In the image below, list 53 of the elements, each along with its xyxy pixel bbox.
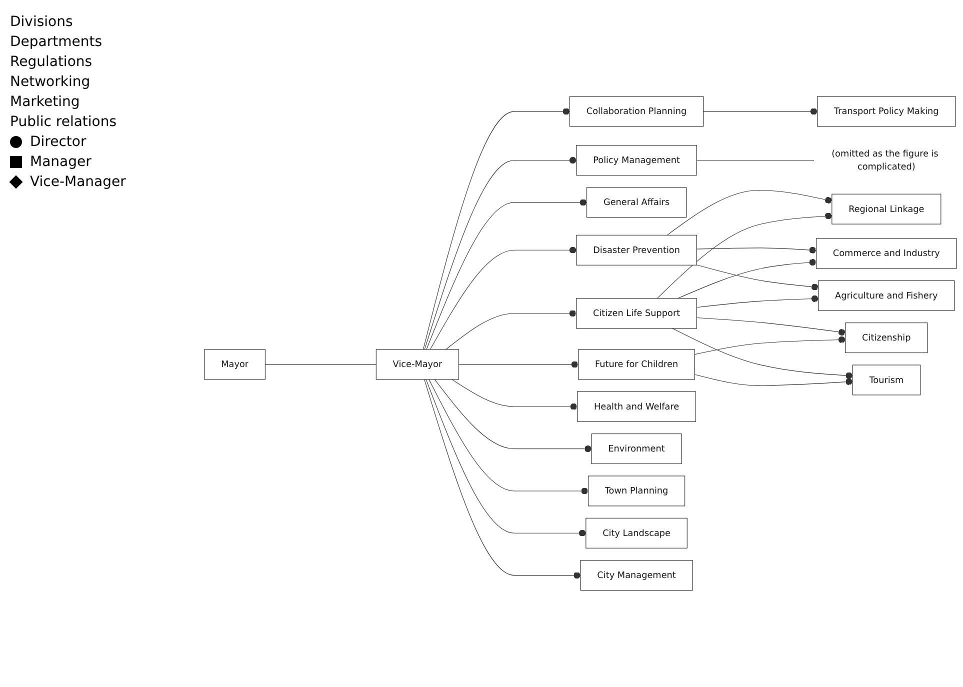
- connector: [703, 108, 818, 115]
- node-box: Town Planning: [588, 476, 686, 506]
- connector: [666, 190, 832, 236]
- node-box: Agriculture and Fishery: [818, 280, 955, 312]
- connector: [452, 379, 578, 410]
- connector: [694, 374, 853, 386]
- connector: [424, 379, 581, 579]
- connector: [434, 379, 592, 452]
- connector: [696, 264, 819, 290]
- connector: [696, 246, 817, 254]
- node-box: Collaboration Planning: [570, 96, 704, 127]
- note-label: Divisions: [10, 14, 74, 30]
- connector: [696, 160, 815, 161]
- connector: [678, 259, 817, 299]
- node-box: Future for Children: [578, 349, 695, 380]
- node-box: Citizen Life Support: [576, 298, 698, 329]
- note-label: Networking: [10, 74, 92, 90]
- node-box: Disaster Prevention: [576, 235, 697, 266]
- node-box: Vice-Mayor: [376, 349, 460, 380]
- connector: [696, 295, 819, 308]
- node-box: Mayor: [204, 349, 266, 380]
- legend-label: Director: [30, 134, 86, 150]
- node-box: Health and Welfare: [577, 392, 696, 422]
- connector: [428, 379, 589, 494]
- connector: [696, 318, 846, 336]
- node-box: Transport Policy Making: [817, 96, 956, 127]
- legend-label: Vice-Manager: [30, 174, 126, 190]
- connector: [426, 199, 588, 350]
- node-box: Commerce and Industry: [816, 238, 957, 269]
- note-label: Marketing: [10, 94, 81, 110]
- connector: [424, 157, 577, 350]
- node-box: Regional Linkage: [832, 194, 942, 224]
- node-text: (omitted as the figure is complicated): [832, 148, 938, 172]
- connector: [656, 212, 832, 299]
- node-box: Policy Management: [576, 145, 697, 176]
- node-box: General Affairs: [586, 187, 687, 218]
- connector: [430, 246, 577, 350]
- connector: [426, 379, 586, 537]
- legend-label: Manager: [30, 154, 92, 170]
- node-box: Tourism: [852, 364, 921, 396]
- node-box: City Landscape: [586, 518, 688, 549]
- note-label: Regulations: [10, 54, 94, 70]
- node-box: City Management: [580, 560, 693, 591]
- connector: [672, 328, 853, 380]
- note-label: Departments: [10, 34, 104, 50]
- connector: [446, 310, 577, 350]
- node-box: Environment: [591, 434, 682, 464]
- connector: [264, 364, 376, 365]
- node-box: Citizenship: [845, 322, 928, 354]
- connector: [422, 108, 570, 350]
- connector: [694, 336, 846, 355]
- note-label: Public relations: [10, 114, 118, 130]
- connector: [458, 361, 579, 368]
